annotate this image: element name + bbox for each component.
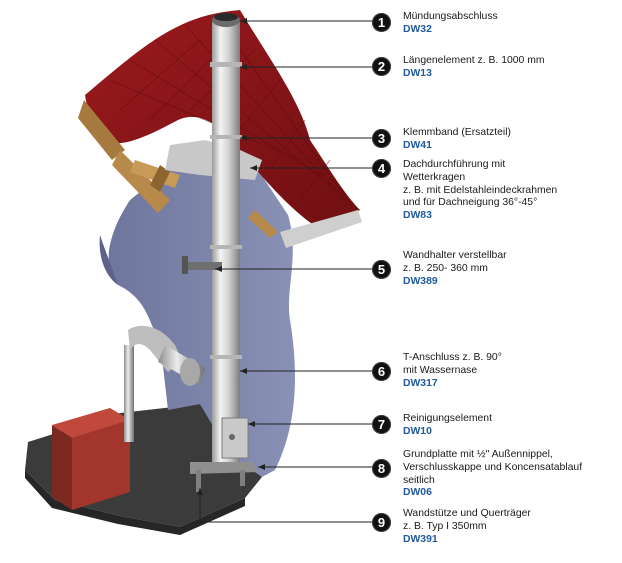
wall (108, 150, 295, 477)
callout-description: Klemmband (Ersatzteil) (403, 127, 511, 138)
roof-timbers (78, 100, 278, 238)
callout-number-badge: 2 (372, 57, 391, 76)
product-code: DW83 (403, 210, 432, 222)
leader-lines (199, 20, 372, 523)
callout-description: Reinigungselement (403, 413, 492, 424)
callout-description: Dachdurchführung mit Wetterkragen z. B. … (403, 159, 558, 209)
product-code: DW389 (403, 275, 438, 287)
product-code: DW41 (403, 139, 432, 151)
connector-pipe (124, 345, 134, 442)
leader-arrows (197, 18, 265, 495)
callout-number-badge: 3 (372, 129, 391, 148)
product-code: DW10 (403, 425, 432, 437)
wall-bracket (186, 262, 222, 270)
callout-number-badge: 9 (372, 513, 391, 532)
callout-number-badge: 8 (372, 459, 391, 478)
callout-description: Grundplatte mit ½" Außennippel, Verschlu… (403, 449, 583, 486)
product-code: DW32 (403, 23, 432, 35)
callout-description: Wandstütze und Querträger z. B. Typ I 35… (403, 508, 531, 532)
cleaning-element (221, 417, 249, 459)
product-code: DW391 (403, 533, 438, 545)
callout-description: Mündungsabschluss (403, 11, 498, 22)
callout-description: Wandhalter verstellbar z. B. 250- 360 mm (403, 250, 507, 274)
callout-number-badge: 6 (372, 362, 391, 381)
callout-description: T-Anschluss z. B. 90° mit Wassernase (403, 352, 502, 376)
chimney-pipe (212, 22, 240, 462)
product-code: DW317 (403, 377, 438, 389)
callout-number-badge: 7 (372, 415, 391, 434)
callout-number-badge: 5 (372, 260, 391, 279)
boiler (52, 408, 130, 510)
product-code: DW13 (403, 67, 432, 79)
product-code: DW06 (403, 487, 432, 499)
callout-number-badge: 1 (372, 13, 391, 32)
callout-number-badge: 4 (372, 159, 391, 178)
callout-description: Längenelement z. B. 1000 mm (403, 55, 545, 66)
